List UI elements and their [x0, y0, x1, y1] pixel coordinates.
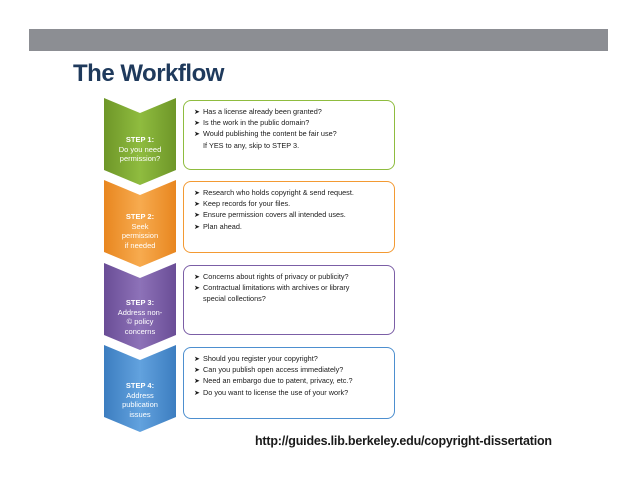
- list-item: ➤Contractual limitations with archives o…: [194, 283, 388, 294]
- step-3-line-1: Address non-: [117, 307, 163, 317]
- arrow-bullet-icon: ➤: [194, 274, 200, 281]
- list-item: ➤Is the work in the public domain?: [194, 118, 388, 129]
- step-1-chevron: [104, 98, 176, 185]
- step-1-label: STEP 1: Do you need permission?: [104, 135, 176, 164]
- slide-title: The Workflow: [73, 60, 224, 87]
- step-3-heading: STEP 3:: [125, 298, 155, 307]
- step-3-line-2: © policy: [126, 317, 154, 326]
- arrow-bullet-icon: ➤: [194, 378, 200, 386]
- step-2-details-box: ➤Research who holds copyright & send req…: [183, 181, 395, 253]
- step-1-heading: STEP 1:: [125, 135, 155, 144]
- step-2-heading: STEP 2:: [125, 212, 155, 221]
- step-2-chevron: [104, 180, 176, 267]
- list-item-continuation: special collections?: [203, 294, 266, 304]
- arrow-bullet-icon: ➤: [194, 131, 200, 139]
- step-4-label: STEP 4: Address publication issues: [104, 381, 176, 419]
- list-item: ➤Ensure permission covers all intended u…: [194, 210, 388, 221]
- step-2-label: STEP 2: Seek permission if needed: [104, 212, 176, 250]
- arrow-bullet-icon: ➤: [194, 285, 200, 293]
- top-banner-bar: [29, 29, 608, 51]
- list-item: ➤Should you register your copyright?: [194, 354, 388, 365]
- list-item: ➤Do you want to license the use of your …: [194, 388, 388, 399]
- arrow-bullet-icon: ➤: [194, 109, 200, 116]
- arrow-bullet-icon: ➤: [194, 212, 200, 220]
- step-2-line-1: Seek: [131, 221, 149, 231]
- step-3-chevron: [104, 263, 176, 350]
- list-item: ➤Would publishing the content be fair us…: [194, 129, 388, 140]
- step-4-details-box: ➤Should you register your copyright? ➤Ca…: [183, 347, 395, 419]
- step-1-line-1: Do you need: [118, 144, 162, 154]
- arrow-bullet-icon: ➤: [194, 389, 200, 397]
- list-item: ➤Has a license already been granted?: [194, 107, 388, 118]
- list-item: ➤Research who holds copyright & send req…: [194, 188, 388, 199]
- arrow-bullet-icon: ➤: [194, 356, 200, 363]
- step-4-heading: STEP 4:: [125, 381, 155, 390]
- source-url-link[interactable]: http://guides.lib.berkeley.edu/copyright…: [255, 434, 552, 448]
- list-item-continuation: If YES to any, skip to STEP 3.: [203, 140, 300, 150]
- arrow-bullet-icon: ➤: [194, 120, 200, 128]
- arrow-bullet-icon: ➤: [194, 223, 200, 231]
- step-3-label: STEP 3: Address non- © policy concerns: [104, 298, 176, 336]
- step-4-chevron: [104, 345, 176, 432]
- step-2-line-2: permission: [121, 231, 159, 240]
- step-3-details-box: ➤Concerns about rights of privacy or pub…: [183, 265, 395, 335]
- step-1-line-2: permission?: [119, 154, 161, 163]
- arrow-bullet-icon: ➤: [194, 201, 200, 209]
- list-item: ➤Concerns about rights of privacy or pub…: [194, 272, 388, 283]
- step-3-line-3: concerns: [124, 326, 156, 336]
- step-2-line-3: if needed: [124, 240, 156, 250]
- list-item: ➤Can you publish open access immediately…: [194, 365, 388, 376]
- step-4-line-1: Address: [126, 390, 154, 400]
- arrow-bullet-icon: ➤: [194, 190, 200, 197]
- step-4-line-2: publication: [122, 400, 158, 409]
- list-item: ➤Keep records for your files.: [194, 199, 388, 210]
- list-item: ➤Need an embargo due to patent, privacy,…: [194, 376, 388, 387]
- arrow-bullet-icon: ➤: [194, 367, 200, 375]
- list-item: ➤Plan ahead.: [194, 222, 388, 233]
- step-4-line-3: issues: [129, 409, 151, 419]
- step-1-details-box: ➤Has a license already been granted? ➤Is…: [183, 100, 395, 170]
